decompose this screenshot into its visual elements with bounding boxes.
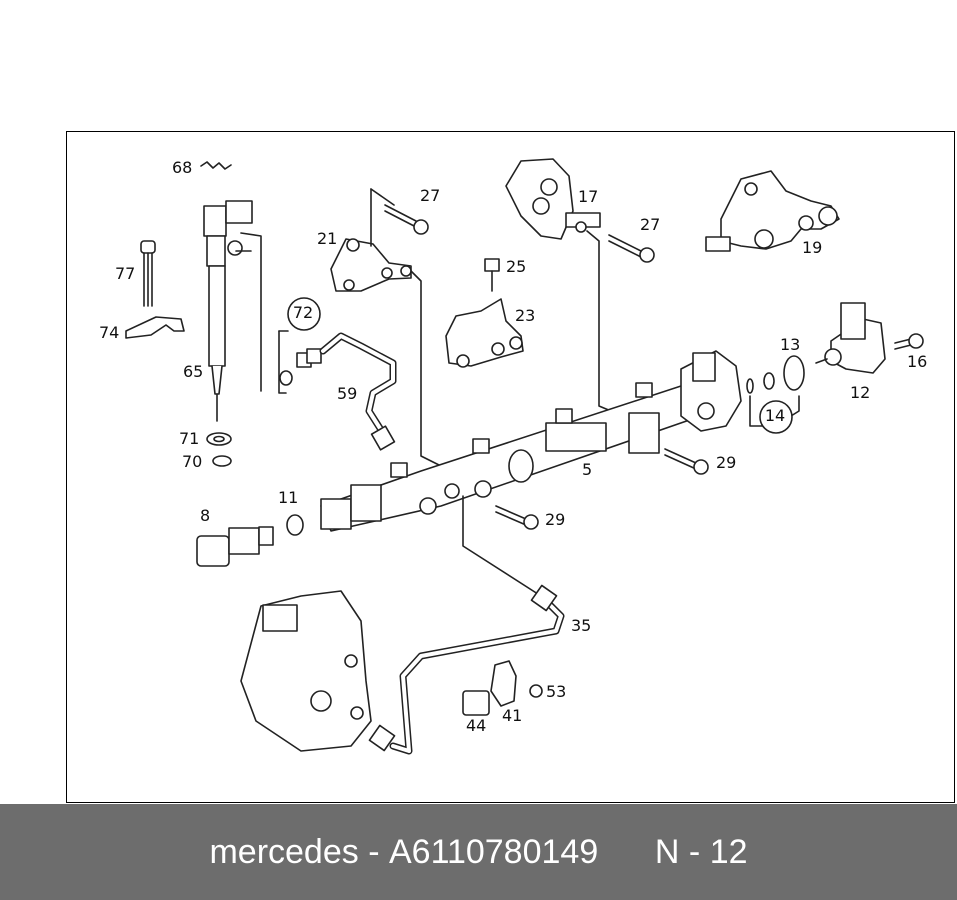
clip-41: [490, 660, 517, 707]
bracket-17: [505, 158, 601, 240]
fitting-72: [296, 348, 322, 368]
bracket-19: [705, 170, 840, 252]
callout-circle-14: [759, 400, 793, 434]
callout-35: 35: [571, 616, 592, 635]
oring-13: [783, 355, 805, 391]
callout-19: 19: [802, 238, 823, 257]
callout-25: 25: [506, 257, 527, 276]
callout-65: 65: [183, 362, 204, 381]
callout-74: 74: [99, 323, 120, 342]
clamp-74: [125, 316, 185, 339]
callout-27-upper-right: 27: [640, 215, 661, 234]
callout-16: 16: [907, 352, 928, 371]
bolt-27a: [384, 204, 429, 235]
callout-72-label: 72: [292, 303, 314, 322]
footer-caption: mercedes - A6110780149 N - 12: [0, 804, 957, 900]
callout-14-label: 14: [764, 406, 786, 425]
callout-5: 5: [582, 460, 593, 479]
high-pressure-pump: [240, 590, 372, 752]
callout-77: 77: [115, 264, 136, 283]
parts-diagram-frame: [66, 131, 955, 803]
ring-14a: [763, 372, 775, 390]
bolt-29b: [495, 505, 539, 530]
callout-29-right: 29: [716, 453, 737, 472]
callout-23: 23: [515, 306, 536, 325]
callout-68: 68: [172, 158, 193, 177]
footer-separator: -: [368, 832, 380, 871]
callout-12: 12: [850, 383, 871, 402]
callout-21: 21: [317, 229, 338, 248]
callout-44: 44: [466, 716, 487, 735]
bracket-23: [445, 298, 524, 368]
callout-17: 17: [578, 187, 599, 206]
callout-8: 8: [200, 506, 211, 525]
callout-59: 59: [337, 384, 358, 403]
bolt-16: [894, 333, 924, 350]
bracket-21: [330, 238, 412, 292]
injector-65: [203, 200, 253, 422]
fuel-rail-5: [320, 382, 702, 532]
sensor-8: [196, 526, 274, 567]
footer-bar: mercedes - A6110780149 N - 12: [0, 804, 957, 900]
grommet-44: [462, 690, 490, 716]
bolt-27b: [608, 234, 655, 263]
callout-29-center: 29: [545, 510, 566, 529]
footer-brand: mercedes: [209, 832, 359, 871]
ring-14b: [746, 378, 754, 394]
pipe-59: [319, 332, 397, 437]
callout-53: 53: [546, 682, 567, 701]
washer-72: [279, 370, 293, 386]
footer-position-label: N - 12: [654, 832, 748, 871]
callout-70: 70: [182, 452, 203, 471]
nut-53: [529, 684, 543, 698]
callout-27-upper-left: 27: [420, 186, 441, 205]
rail-valve: [680, 350, 742, 432]
washer-11: [286, 514, 304, 536]
callout-11: 11: [278, 488, 299, 507]
callout-circle-72: [287, 297, 321, 331]
bolt-29a: [664, 448, 709, 475]
seal-70: [212, 455, 232, 467]
pressure-valve-12: [815, 302, 886, 374]
washer-71: [206, 432, 232, 446]
clip-68: [200, 161, 232, 170]
footer-part-number: A6110780149: [388, 832, 599, 871]
parts-diagram-drawing: [125, 158, 924, 755]
bolt-77: [140, 240, 156, 307]
callout-71: 71: [179, 429, 200, 448]
callout-41: 41: [502, 706, 523, 725]
callout-13: 13: [780, 335, 801, 354]
bolt-25: [484, 258, 500, 292]
